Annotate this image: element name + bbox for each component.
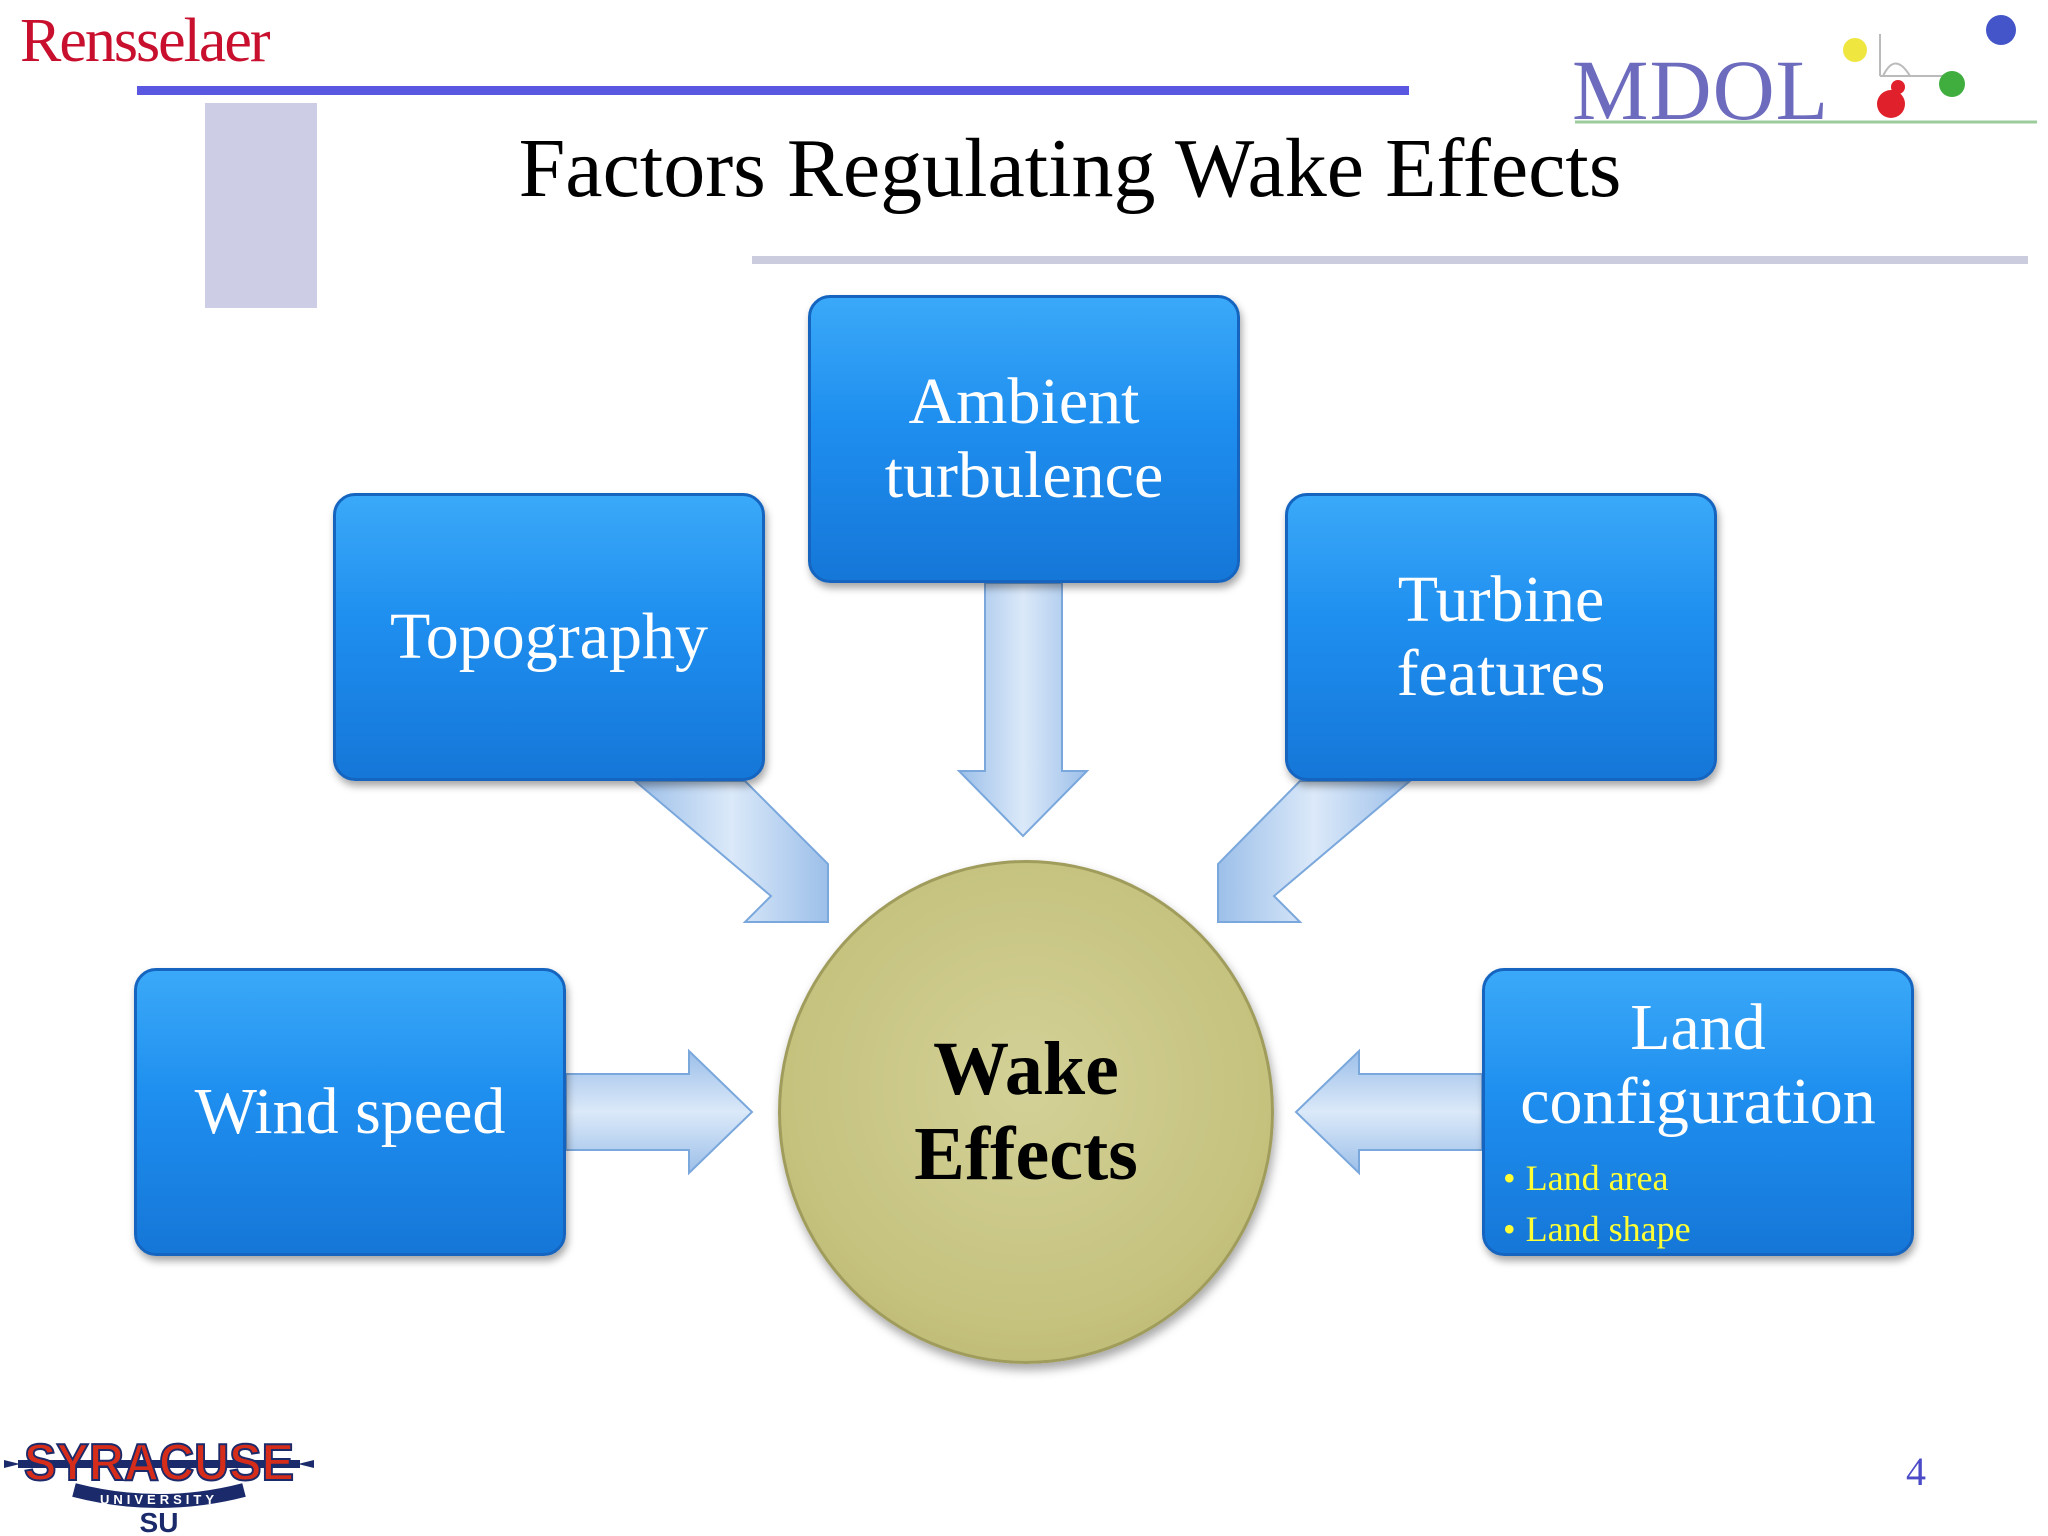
factor-turbine-features: Turbine features [1285, 493, 1717, 781]
land-sub-factors: Land area Land shape [1485, 1153, 1911, 1255]
header-rule [137, 86, 1409, 95]
factor-label: Topography [390, 600, 708, 674]
arrow-topography [632, 780, 829, 923]
factor-ambient-turbulence: Ambient turbulence [808, 295, 1240, 583]
factor-label-line2: features [1396, 637, 1606, 710]
mdol-logo-graphic [1575, 15, 2037, 124]
sub-factor-item: Land shape [1503, 1204, 1911, 1255]
center-label-line2: Effects [914, 1112, 1138, 1196]
arrow-wind [565, 1048, 754, 1176]
arrow-turbine [1217, 780, 1413, 923]
center-label-line1: Wake [933, 1026, 1119, 1111]
factor-label-line1: Ambient [908, 365, 1140, 439]
factor-wind-speed: Wind speed [134, 968, 566, 1256]
decorative-block [205, 103, 317, 308]
factor-label-line1: Turbine [1397, 563, 1605, 637]
factor-topography: Topography [333, 493, 765, 781]
factor-label-line2: turbulence [884, 439, 1164, 512]
factor-label: Wind speed [194, 1075, 506, 1149]
svg-text:UNIVERSITY: UNIVERSITY [100, 1492, 218, 1507]
factor-land-configuration: Land configuration Land area Land shape [1482, 968, 1914, 1256]
arrow-ambient [956, 582, 1090, 838]
page-number: 4 [1906, 1449, 1926, 1494]
slide-title: Factors Regulating Wake Effects [518, 122, 1622, 215]
title-underline [752, 256, 2028, 264]
rensselaer-logo: Rensselaer [20, 7, 271, 75]
factor-label-line1: Land [1630, 991, 1766, 1064]
wake-effects-circle: Wake Effects [778, 860, 1274, 1364]
svg-text:SYRACUSE: SYRACUSE [24, 1434, 294, 1492]
sub-factor-item: Land area [1503, 1153, 1911, 1204]
syracuse-logo: SYRACUSE UNIVERSITY SU [4, 1433, 314, 1536]
mdol-logo-text: MDOL [1572, 42, 1830, 138]
factor-label-line2: configuration [1520, 1064, 1876, 1138]
arrow-land [1294, 1048, 1483, 1176]
svg-text:SU: SU [140, 1507, 179, 1536]
